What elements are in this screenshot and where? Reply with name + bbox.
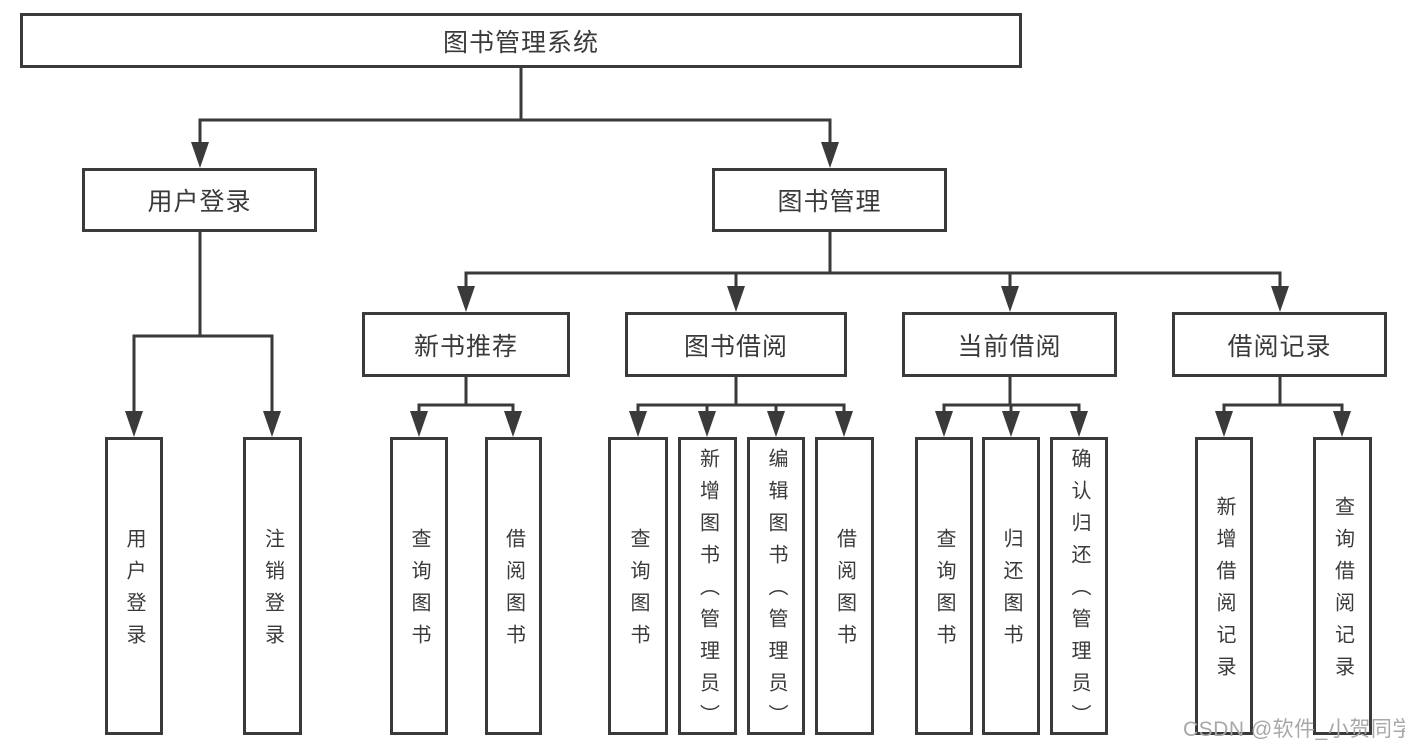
node-label: 查询图书	[933, 528, 955, 656]
leaf-confirm-return-admin: 确认归还（管理员）	[1050, 437, 1108, 736]
node-label: 新增借阅记录	[1213, 496, 1235, 688]
node-book-management: 图书管理	[712, 168, 947, 232]
arrowhead	[727, 286, 745, 312]
node-label: 查询图书	[408, 528, 430, 656]
arrowhead	[1070, 411, 1088, 437]
arrowhead	[457, 286, 475, 312]
arrowhead	[629, 411, 647, 437]
node-label: 确认归还（管理员）	[1068, 448, 1090, 736]
node-new-book-recommend: 新书推荐	[362, 312, 570, 377]
node-label: 归还图书	[1000, 528, 1022, 656]
arrowhead	[125, 411, 143, 437]
arrowhead	[698, 411, 716, 437]
leaf-logout: 注销登录	[243, 437, 302, 735]
leaf-edit-books-admin: 编辑图书（管理员）	[747, 437, 805, 736]
leaf-query-books: 查询图书	[608, 437, 668, 735]
arrowhead	[1271, 286, 1289, 312]
arrowhead	[767, 411, 785, 437]
node-label: 借阅记录	[1227, 332, 1332, 361]
node-label: 用户登录	[123, 528, 145, 656]
connector-current-borrow-children	[942, 375, 1081, 415]
leaf-add-borrow-record: 新增借阅记录	[1195, 437, 1253, 735]
node-label: 查询图书	[627, 528, 649, 656]
arrowhead	[263, 411, 281, 437]
leaf-borrow-books: 借阅图书	[485, 437, 542, 735]
connector-borrow-records-children	[1222, 375, 1344, 415]
node-user-login: 用户登录	[82, 168, 317, 232]
arrowhead	[935, 411, 953, 437]
node-label: 注销登录	[261, 528, 284, 656]
connector-new-book-children	[417, 375, 515, 415]
node-book-borrowing: 图书借阅	[625, 312, 847, 377]
node-label: 查询借阅记录	[1331, 496, 1354, 688]
node-label: 借阅图书	[502, 528, 525, 656]
node-label: 新增图书（管理员）	[696, 448, 719, 736]
node-label: 用户登录	[147, 188, 252, 216]
arrowhead	[1215, 411, 1233, 437]
csdn-watermark: CSDN @软件_小贺同学	[1183, 718, 1405, 741]
connector-user-login-children	[132, 230, 274, 415]
leaf-query-borrow-record: 查询借阅记录	[1313, 437, 1372, 735]
node-current-borrowing: 当前借阅	[902, 312, 1117, 377]
node-library-system: 图书管理系统	[20, 13, 1022, 68]
node-label: 当前借阅	[957, 332, 1062, 361]
node-label: 新书推荐	[413, 332, 518, 361]
leaf-user-login: 用户登录	[105, 437, 163, 735]
arrowhead	[410, 411, 428, 437]
arrowhead	[835, 411, 853, 437]
arrowhead	[504, 411, 522, 437]
connector-book-management-children	[464, 230, 1282, 291]
node-label: 编辑图书（管理员）	[765, 448, 787, 736]
leaf-query-books: 查询图书	[915, 437, 973, 735]
arrowhead	[821, 142, 839, 168]
node-borrow-records: 借阅记录	[1172, 312, 1387, 377]
node-label: 图书管理系统	[442, 28, 599, 57]
connector-book-borrow-children	[636, 375, 846, 415]
arrowhead	[1333, 411, 1351, 437]
arrowhead	[1002, 411, 1020, 437]
arrowhead	[1001, 286, 1019, 312]
leaf-return-books: 归还图书	[982, 437, 1040, 735]
leaf-query-books: 查询图书	[390, 437, 448, 735]
node-label: 图书管理	[777, 188, 882, 216]
node-label: 借阅图书	[833, 528, 856, 656]
arrowhead	[191, 142, 209, 168]
connector-root-to-level2	[198, 66, 832, 146]
leaf-borrow-books: 借阅图书	[815, 437, 874, 735]
leaf-add-books-admin: 新增图书（管理员）	[678, 437, 737, 736]
node-label: 图书借阅	[683, 332, 788, 361]
